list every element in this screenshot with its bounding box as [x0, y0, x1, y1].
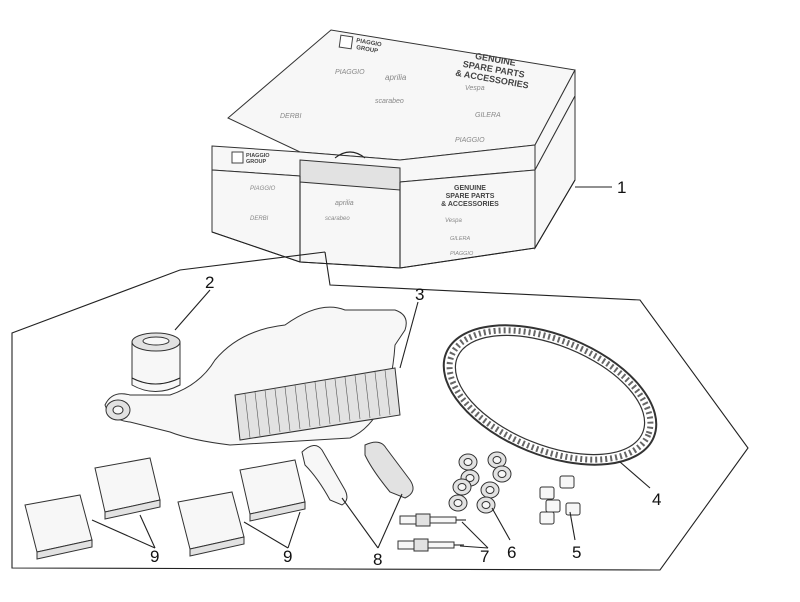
brand-scarabeo-top: scarabeo: [375, 98, 404, 105]
spark-plugs: [397, 513, 466, 552]
box-label-front: GENUINE SPARE PARTS & ACCESSORIES: [441, 185, 499, 208]
sliders: [539, 475, 581, 525]
brand-derbi-top: DERBI: [280, 113, 301, 120]
brand-piaggio-front-2: PIAGGIO: [450, 251, 474, 257]
callout-5: 5: [572, 543, 581, 562]
callout-6: 6: [507, 543, 516, 562]
brake-pads-left: [24, 457, 161, 560]
callout-labels: 1 2 3 4 5 6 7 8 9 9: [150, 178, 661, 569]
oil-filter: [131, 332, 181, 392]
drive-belt: [442, 324, 658, 466]
callout-3: 3: [415, 285, 424, 304]
callout-8: 8: [373, 550, 382, 569]
callout-1: 1: [617, 178, 626, 197]
leader-lines: [91, 186, 651, 549]
brand-piaggio-top: PIAGGIO: [335, 69, 365, 76]
group-logo-front-line2: GROUP: [246, 159, 267, 165]
box-label-front-line2: SPARE PARTS: [446, 193, 495, 200]
box-label-front-line1: GENUINE: [454, 185, 486, 192]
brand-derbi-front: DERBI: [250, 216, 269, 222]
brake-pads-right: [177, 459, 306, 557]
brand-vespa-front: Vespa: [445, 218, 462, 224]
parts-box: [211, 29, 576, 269]
rollers: [448, 451, 512, 514]
callout-9-left: 9: [150, 547, 159, 566]
brake-pads-small: [301, 441, 414, 506]
brand-piaggio-front: PIAGGIO: [250, 186, 276, 192]
brand-gilera-top: GILERA: [475, 112, 501, 119]
brand-gilera-front: GILERA: [450, 236, 471, 242]
callout-4: 4: [652, 490, 661, 509]
group-logo-front-line1: PIAGGIO: [246, 153, 270, 159]
air-filter-pleats: [244, 369, 391, 439]
callout-9-right: 9: [283, 547, 292, 566]
brand-vespa-top: Vespa: [465, 85, 485, 92]
kit-outline: [11, 251, 749, 571]
box-label-front-line3: & ACCESSORIES: [441, 201, 499, 208]
brand-scarabeo-front: scarabeo: [325, 216, 350, 222]
brand-aprilia-front: aprilia: [335, 200, 354, 207]
brand-piaggio-top-2: PIAGGIO: [455, 137, 485, 144]
group-logo: PIAGGIO GROUP PIAGGIO GROUP: [231, 34, 383, 165]
group-logo-line1: PIAGGIO: [356, 38, 383, 48]
brand-logos: PIAGGIO aprilia Vespa scarabeo GILERA DE…: [250, 69, 501, 257]
callout-7: 7: [480, 547, 489, 566]
air-filter: [104, 306, 407, 446]
callout-2: 2: [205, 273, 214, 292]
brand-aprilia-top: aprilia: [385, 73, 407, 82]
group-logo-line2: GROUP: [356, 45, 379, 55]
